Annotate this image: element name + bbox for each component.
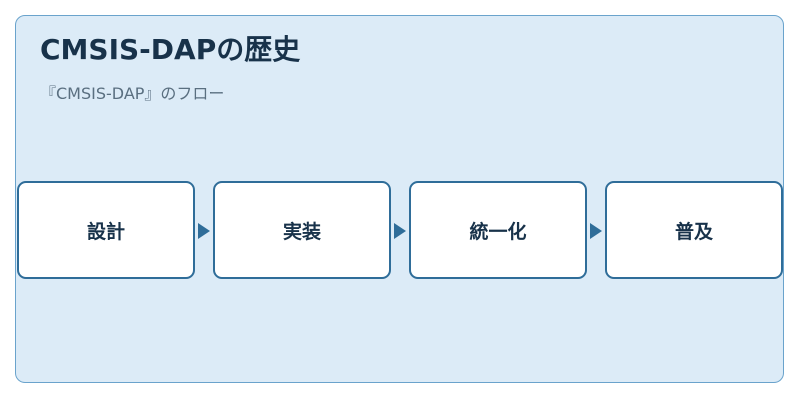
flow-step-label: 実装 <box>282 220 321 243</box>
flow-arrow-icon <box>198 223 210 239</box>
flow-step-unification: 統一化 <box>409 181 587 279</box>
diagram-title: CMSIS-DAPの歴史 <box>40 33 301 66</box>
flow-step-design: 設計 <box>17 181 195 279</box>
flow-step-label: 統一化 <box>469 220 527 243</box>
flow-arrow-icon <box>394 223 406 239</box>
flow-step-adoption: 普及 <box>605 181 783 279</box>
flow-step-label: 普及 <box>674 220 713 243</box>
flow-step-implementation: 実装 <box>213 181 391 279</box>
flow-arrow-icon <box>590 223 602 239</box>
flow-step-label: 設計 <box>86 220 125 243</box>
diagram-subtitle: 『CMSIS-DAP』のフロー <box>40 84 225 103</box>
